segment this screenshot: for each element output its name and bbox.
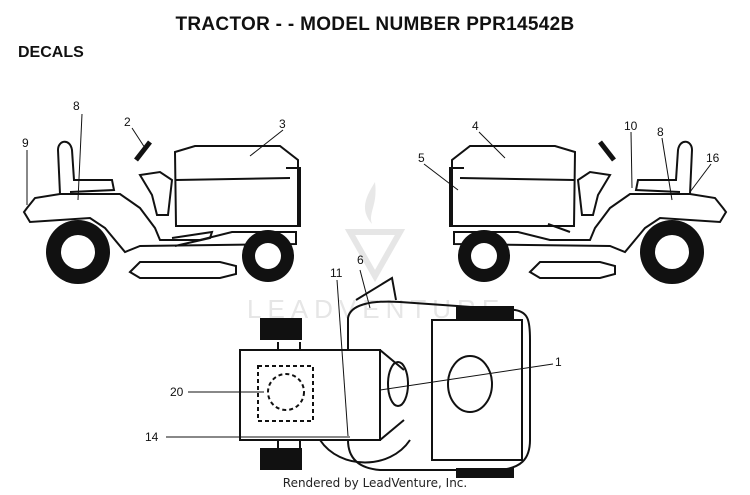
tractor-right-rear-wheel xyxy=(640,220,704,284)
top-view-rear-left-tire xyxy=(456,306,514,320)
callout-14: 14 xyxy=(145,430,159,444)
callout-20: 20 xyxy=(170,385,184,399)
leader-lines xyxy=(26,113,712,438)
footer-credit: Rendered by LeadVenture, Inc. xyxy=(282,476,468,490)
tractor-left-front-wheel xyxy=(242,230,294,282)
tractor-left-rear-wheel xyxy=(46,220,110,284)
watermark-logo xyxy=(344,182,406,283)
top-view-front-left-tire xyxy=(260,318,302,340)
callout-5: 5 xyxy=(418,151,425,165)
tractor-top-view xyxy=(239,276,531,471)
callout-10: 10 xyxy=(624,119,638,133)
top-view-front-right-tire xyxy=(260,448,302,470)
callout-2: 2 xyxy=(124,115,131,129)
callout-6: 6 xyxy=(357,253,364,267)
callout-8-left: 8 xyxy=(73,99,80,113)
top-view-rear-right-tire xyxy=(456,468,514,478)
callout-16: 16 xyxy=(706,151,720,165)
callout-1: 1 xyxy=(555,355,562,369)
callout-9: 9 xyxy=(22,136,29,150)
diagram-title: TRACTOR - - MODEL NUMBER PPR14542B xyxy=(175,14,575,35)
callout-4: 4 xyxy=(472,119,479,133)
tractor-right-front-wheel xyxy=(458,230,510,282)
callout-8-right: 8 xyxy=(657,125,664,139)
section-heading: DECALS xyxy=(18,44,84,61)
callout-11: 11 xyxy=(330,266,343,280)
callout-3: 3 xyxy=(279,117,286,131)
